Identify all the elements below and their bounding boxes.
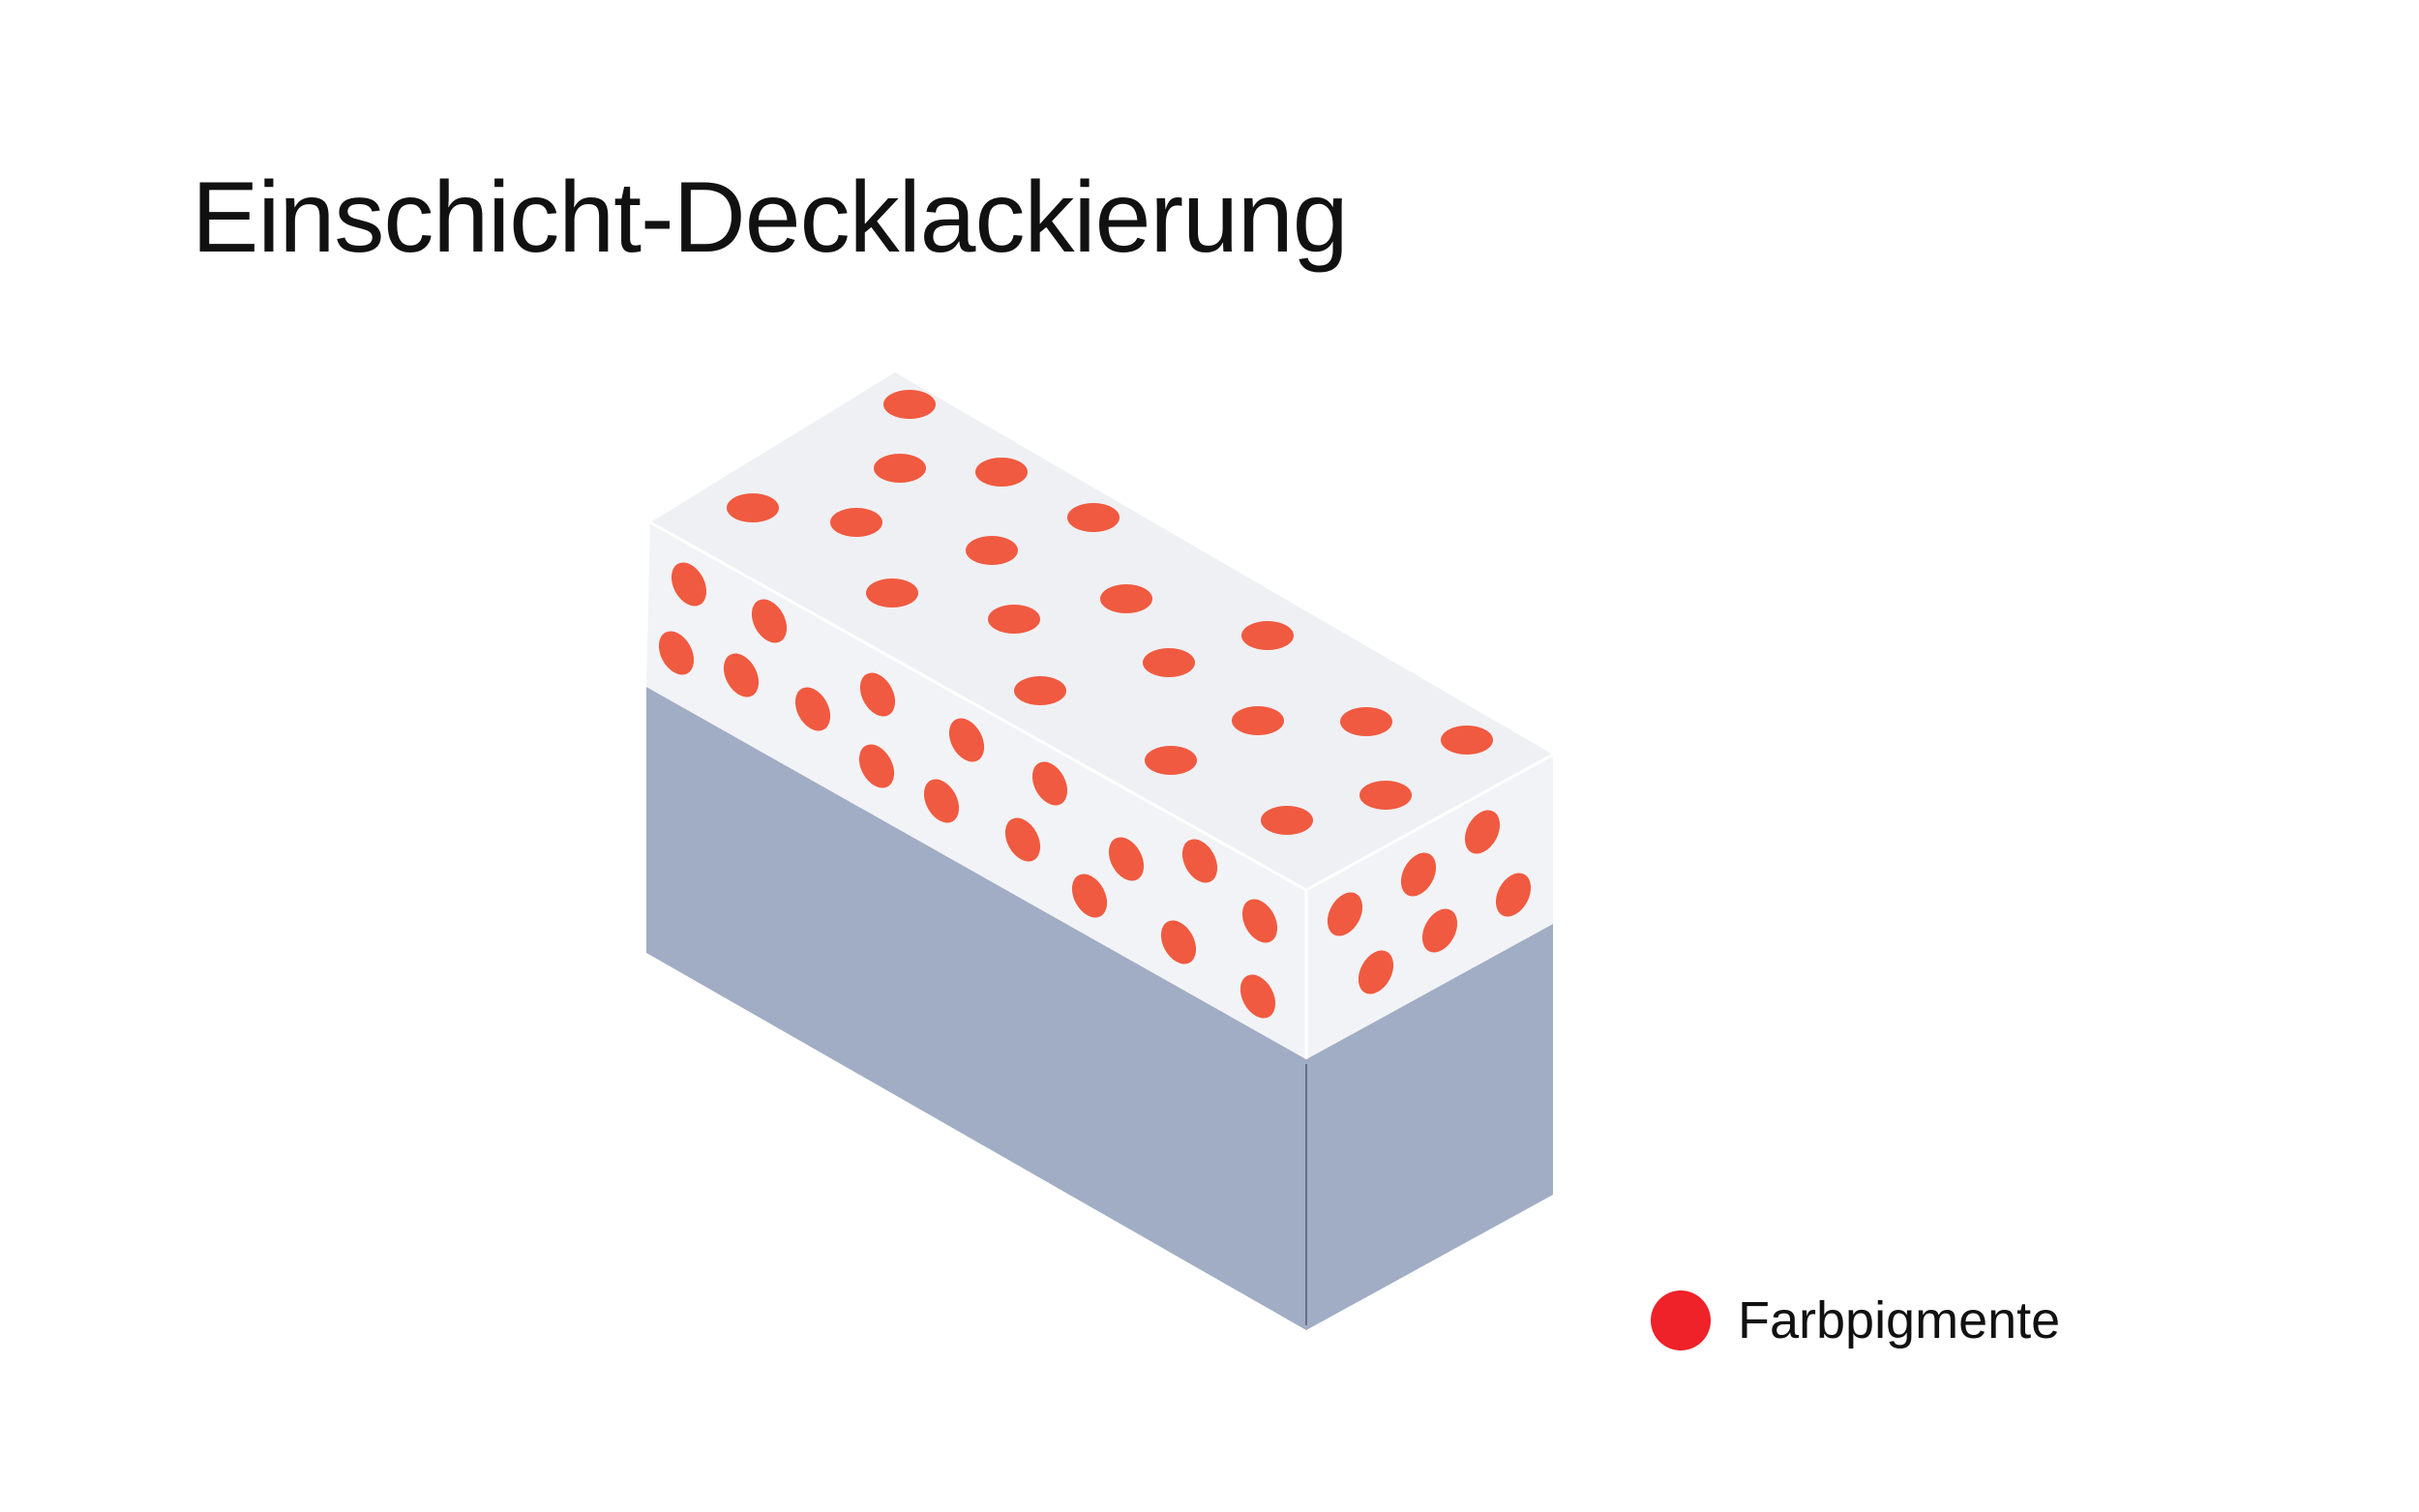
pigment-particle — [1160, 920, 1197, 964]
substrate-front-face — [646, 687, 1306, 1330]
pigment-particle — [1241, 899, 1278, 943]
pigment-particle — [1071, 874, 1108, 918]
pigment-particle — [1031, 761, 1068, 806]
pigment-particle — [658, 631, 695, 675]
pigment-particle — [1359, 781, 1412, 810]
legend-label: Farbpigmente — [1738, 1291, 2061, 1349]
pigment-particle — [1014, 676, 1066, 705]
pigment-particle — [1464, 810, 1501, 854]
pigment-particle — [1100, 584, 1152, 613]
pigment-particle — [1327, 892, 1363, 936]
pigment-particle — [727, 493, 779, 522]
slide-title: Einschicht-Decklackierung — [192, 162, 1349, 274]
pigment-particle — [858, 744, 895, 788]
pigment-particle — [874, 454, 926, 483]
topcoat-front-face — [646, 522, 1306, 1059]
topcoat-top-face — [650, 372, 1553, 890]
pigment-particle — [923, 779, 960, 823]
pigment-particle — [1232, 706, 1284, 735]
pigment-particle — [1358, 950, 1394, 994]
pigment-particle — [1495, 873, 1532, 917]
pigment-particle — [975, 458, 1028, 487]
pigment-particle — [1108, 837, 1145, 881]
pigment-particle — [948, 718, 985, 762]
pigment-particle — [723, 653, 760, 697]
pigment-particle — [1241, 621, 1294, 650]
pigment-particles — [658, 390, 1532, 1019]
pigment-particle — [859, 672, 896, 717]
legend: Farbpigmente — [1651, 1287, 2060, 1354]
pigment-particle — [1067, 503, 1120, 532]
pigment-particle — [966, 536, 1018, 565]
pigment-particle — [1340, 707, 1392, 736]
pigment-particle — [883, 390, 936, 419]
pigment-legend-marker — [1651, 1290, 1711, 1350]
pigment-particle — [1145, 746, 1197, 775]
pigment-particle — [866, 578, 918, 608]
pigment-particle — [1181, 839, 1218, 883]
pigment-particle — [1400, 852, 1437, 897]
pigment-particle — [1261, 806, 1313, 835]
pigment-particle — [794, 687, 831, 731]
pigment-particle — [671, 562, 707, 607]
pigment-particle — [751, 599, 788, 643]
pigment-particle — [1441, 726, 1493, 755]
pigment-particle — [1004, 817, 1041, 862]
pigment-particle — [830, 508, 882, 537]
pigment-particle — [1239, 974, 1276, 1019]
pigment-particle — [1143, 648, 1195, 677]
pigment-particle — [1421, 908, 1458, 953]
pigment-particle — [988, 605, 1040, 634]
